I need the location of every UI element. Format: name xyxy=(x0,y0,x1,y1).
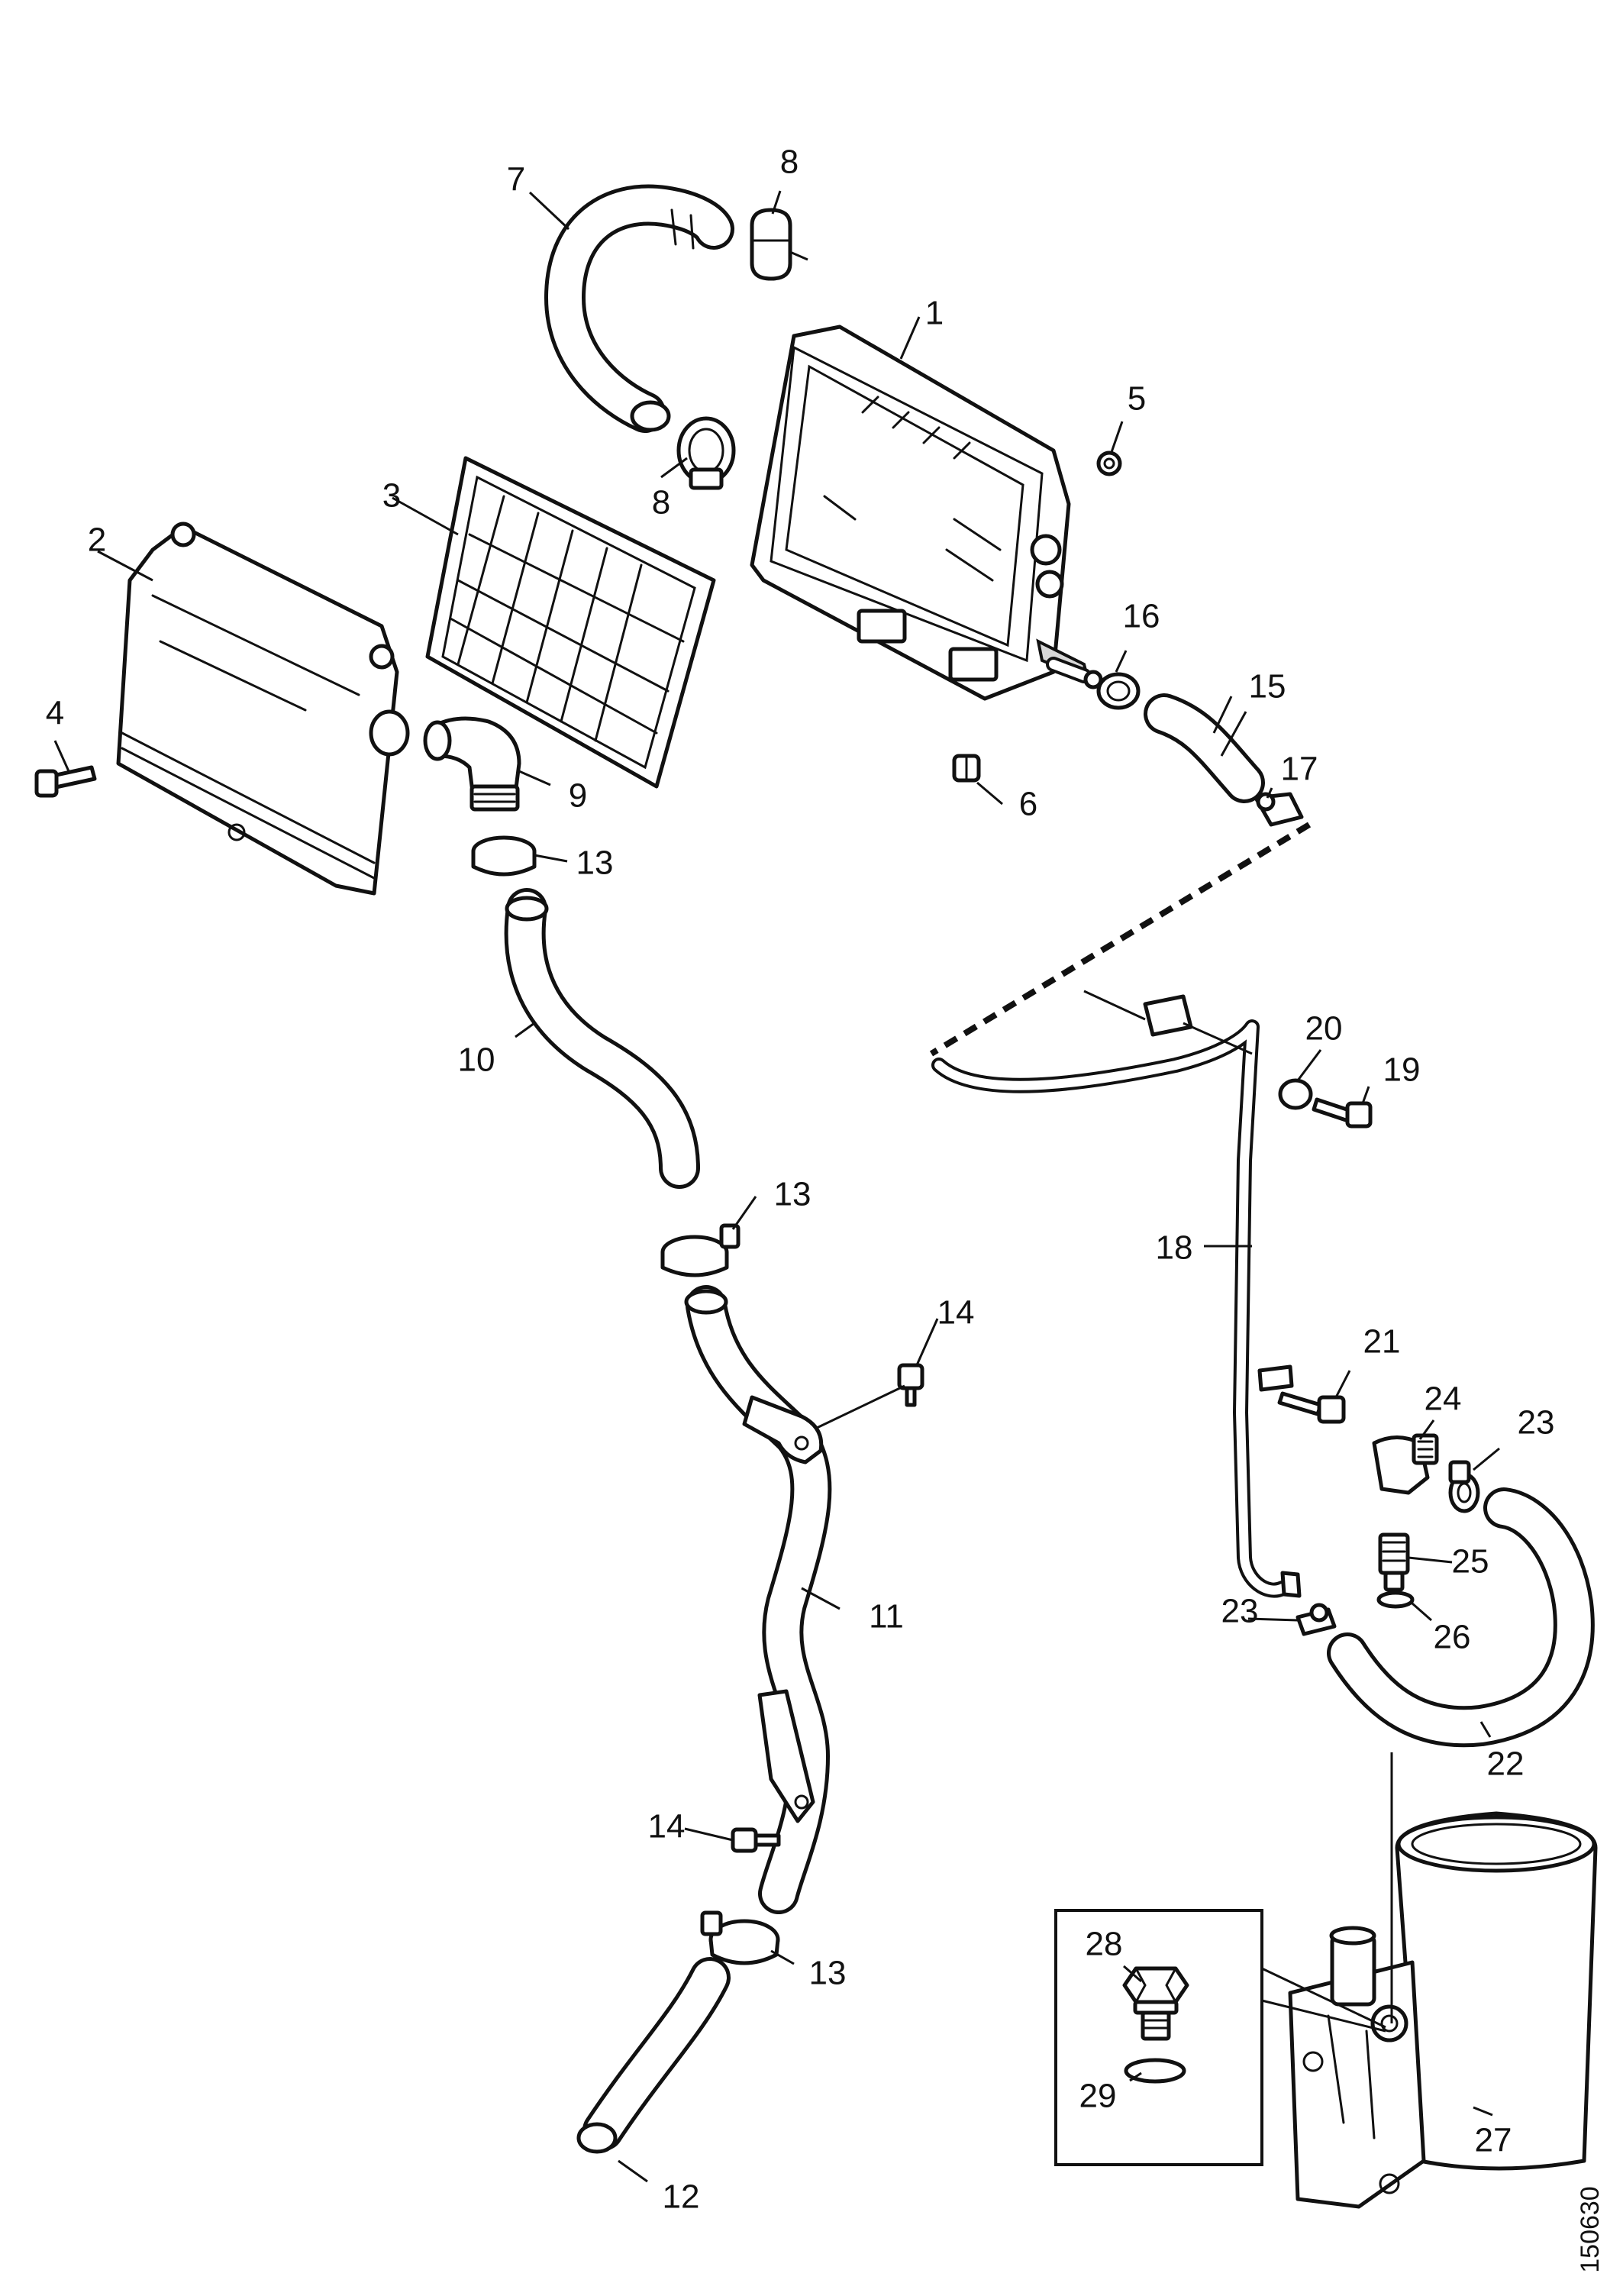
callout-8-top: 8 xyxy=(780,144,799,181)
callout-26: 26 xyxy=(1434,1619,1471,1656)
connector-16 xyxy=(1046,657,1141,710)
pipe-11 xyxy=(684,1285,832,1914)
callout-21: 21 xyxy=(1363,1323,1401,1361)
bolt-6 xyxy=(952,754,981,783)
callout-13-b: 13 xyxy=(774,1176,812,1213)
hose-22 xyxy=(1327,1487,1595,1748)
hose-7 xyxy=(544,184,734,433)
callout-15: 15 xyxy=(1249,668,1286,706)
callout-2: 2 xyxy=(88,522,106,559)
clamp-23-right xyxy=(1448,1460,1480,1513)
bolt-19 xyxy=(1312,1097,1373,1129)
air-filter-element-3 xyxy=(425,456,716,789)
elbow-connector-9 xyxy=(423,716,521,812)
callout-14-b: 14 xyxy=(648,1808,686,1846)
callouts: 1 2 3 4 5 6 7 8 8 9 10 11 12 13 13 13 14… xyxy=(46,144,1555,2216)
callout-18: 18 xyxy=(1156,1229,1193,1267)
plug-28 xyxy=(1122,1966,1189,2041)
fitting-25 xyxy=(1378,1532,1410,1592)
tank-27 xyxy=(1288,1811,1598,2209)
callout-27: 27 xyxy=(1475,2122,1512,2159)
hose-12 xyxy=(576,1957,731,2154)
clamp-13-c xyxy=(700,1910,780,1965)
reference-number: 150630 xyxy=(1576,2186,1605,2272)
elbow-24 xyxy=(1372,1433,1439,1495)
bolt-14-lower xyxy=(731,1827,781,1853)
callout-24: 24 xyxy=(1425,1381,1462,1418)
callout-22: 22 xyxy=(1487,1745,1525,1783)
callout-3: 3 xyxy=(382,477,401,515)
callout-5: 5 xyxy=(1128,380,1146,418)
callout-6: 6 xyxy=(1019,786,1037,823)
bolt-4 xyxy=(34,765,97,798)
routing-line xyxy=(929,822,1312,1057)
clamp-8-lower xyxy=(676,416,736,490)
o-ring-29 xyxy=(1124,2058,1186,2084)
callout-19: 19 xyxy=(1383,1051,1421,1089)
hose-15 xyxy=(1144,693,1265,803)
clamp-13-b xyxy=(660,1223,741,1277)
callout-17: 17 xyxy=(1281,751,1318,788)
clamp-8-top xyxy=(750,208,792,281)
pipe-18 xyxy=(931,994,1302,1598)
callout-1: 1 xyxy=(925,295,944,332)
callout-9: 9 xyxy=(569,777,587,815)
callout-29: 29 xyxy=(1079,2078,1117,2115)
bolt-21 xyxy=(1277,1391,1346,1424)
callout-16: 16 xyxy=(1123,598,1160,635)
clamp-23-left xyxy=(1295,1603,1337,1636)
callout-7: 7 xyxy=(507,161,525,199)
callout-23-right: 23 xyxy=(1518,1404,1555,1442)
hose-10 xyxy=(504,888,700,1189)
callout-11: 11 xyxy=(869,1598,904,1636)
bolt-14-upper xyxy=(897,1363,924,1407)
leader-lines xyxy=(53,190,1500,2183)
callout-25: 25 xyxy=(1452,1543,1489,1581)
callout-8-lower: 8 xyxy=(652,484,670,522)
callout-14-a: 14 xyxy=(937,1294,975,1332)
callout-13-c: 13 xyxy=(809,1955,847,1992)
callout-13-a: 13 xyxy=(576,844,614,882)
callout-23-left: 23 xyxy=(1221,1593,1259,1630)
air-filter-housing-1 xyxy=(750,325,1090,701)
housing-cover-2 xyxy=(116,522,410,896)
callout-12: 12 xyxy=(663,2178,700,2216)
callout-10: 10 xyxy=(458,1041,495,1079)
clip-17 xyxy=(1254,792,1304,827)
o-ring-26 xyxy=(1376,1590,1415,1609)
clamp-13-a xyxy=(471,835,537,877)
callout-20: 20 xyxy=(1305,1010,1343,1048)
callout-4: 4 xyxy=(46,695,64,732)
nut-5 xyxy=(1096,450,1122,476)
spacer-20 xyxy=(1278,1078,1313,1110)
callout-28: 28 xyxy=(1086,1926,1123,1963)
